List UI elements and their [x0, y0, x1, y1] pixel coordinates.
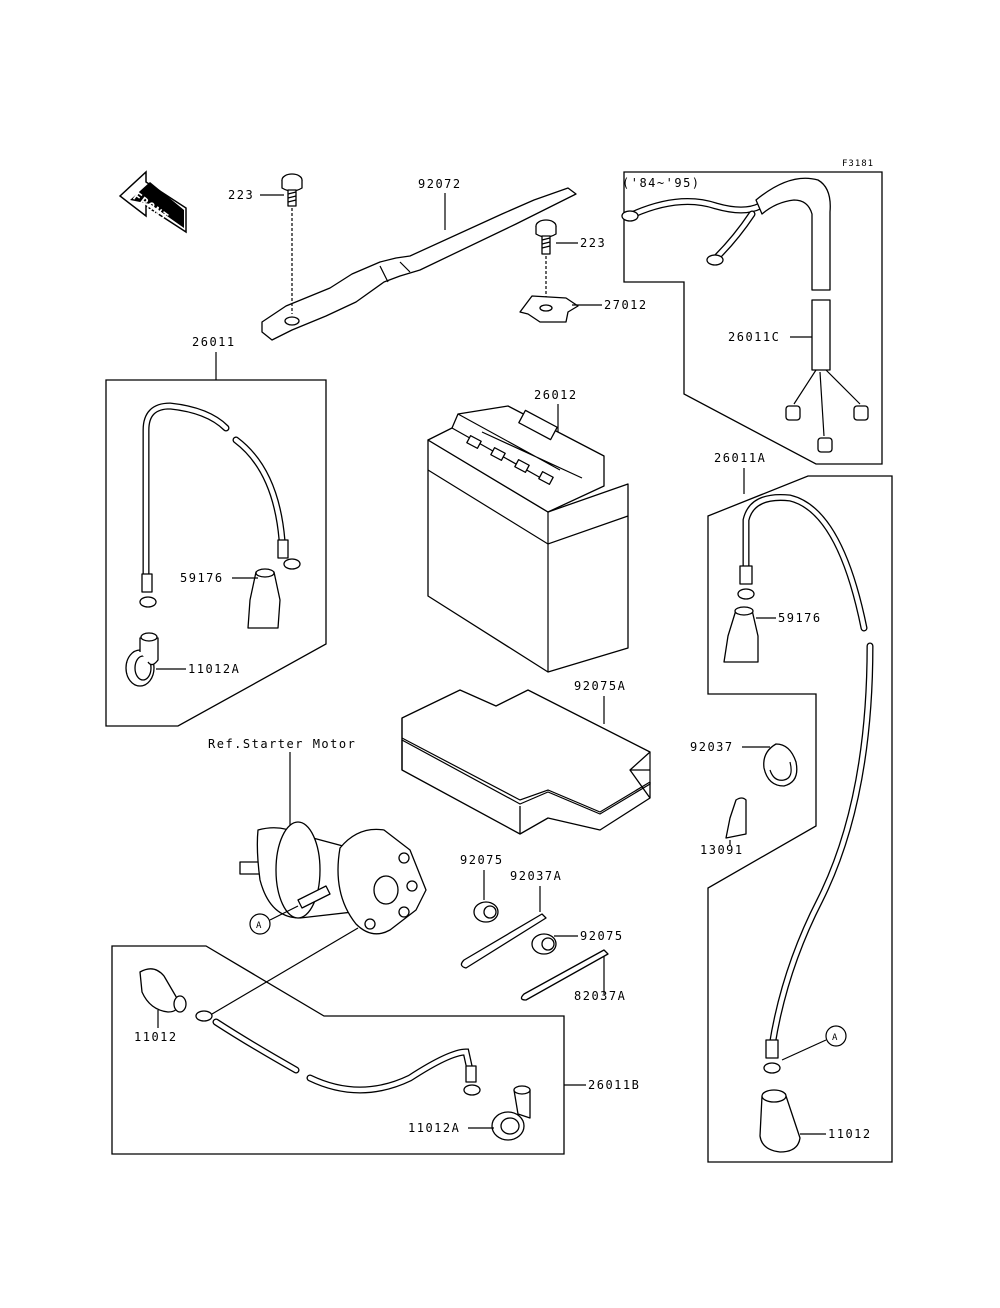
label-92072: 92072	[418, 177, 462, 191]
bolt-223-left	[281, 173, 303, 314]
label-26012: 26012	[534, 388, 578, 402]
cable-26011-box	[105, 379, 327, 727]
cable-26011B	[195, 927, 481, 1096]
boot-59176-right	[723, 606, 759, 663]
label-92037: 92037	[690, 740, 734, 754]
label-13091: 13091	[700, 843, 744, 857]
callout-a-left: A	[249, 905, 299, 935]
cable-26011A	[737, 493, 874, 1074]
ref-starter-motor: Ref.Starter Motor	[208, 737, 356, 751]
battery-strap-part	[261, 187, 577, 341]
callout-a-right-label: A	[832, 1033, 838, 1043]
starter-motor	[239, 821, 427, 935]
cable-26011B-box	[111, 945, 565, 1155]
clamp-92037	[763, 743, 798, 787]
label-92037A-top: 92037A	[510, 869, 562, 883]
cable-26011C	[621, 177, 869, 453]
label-26011C: 26011C	[728, 330, 780, 344]
label-223-left: 223	[228, 188, 254, 202]
battery-26012	[427, 405, 629, 673]
callout-a-right: A	[781, 1025, 847, 1061]
label-82037A: 82037A	[574, 989, 626, 1003]
cap-11012-left	[139, 968, 187, 1013]
label-26011A: 26011A	[714, 451, 766, 465]
cap-11012A-left	[125, 632, 159, 687]
boot-59176-left	[247, 568, 281, 629]
label-59176-right: 59176	[778, 611, 822, 625]
label-92075A: 92075A	[574, 679, 626, 693]
bracket-27012	[519, 295, 579, 323]
cable-26011C-box	[623, 171, 883, 465]
label-27012: 27012	[604, 298, 648, 312]
label-11012-left: 11012	[134, 1030, 178, 1044]
cable-26011A-box	[707, 475, 893, 1163]
label-26011: 26011	[192, 335, 236, 349]
callout-a-left-label: A	[256, 921, 262, 931]
label-11012A-bottom: 11012A	[408, 1121, 460, 1135]
years-note: ('84~'95)	[622, 176, 701, 190]
pad-13091	[725, 797, 747, 839]
cotter-pin-92037A-top	[460, 913, 547, 969]
grommet-92075-top	[473, 901, 499, 923]
figure-code: F3181	[842, 159, 874, 169]
pad-92075A	[401, 689, 651, 835]
bolt-223-right	[535, 219, 557, 304]
cap-11012A-bottom	[491, 1085, 531, 1141]
front-arrow-icon: FRONT	[118, 170, 187, 234]
cable-26011	[139, 402, 301, 608]
cotter-pin-82037A	[520, 949, 609, 1001]
label-59176-left: 59176	[180, 571, 224, 585]
grommet-92075-right	[531, 933, 557, 955]
label-223-right: 223	[580, 236, 606, 250]
label-92075-right: 92075	[580, 929, 624, 943]
cap-11012-right	[759, 1089, 801, 1153]
label-11012-right: 11012	[828, 1127, 872, 1141]
label-92075-top: 92075	[460, 853, 504, 867]
label-26011B: 26011B	[588, 1078, 640, 1092]
label-11012A-left: 11012A	[188, 662, 240, 676]
